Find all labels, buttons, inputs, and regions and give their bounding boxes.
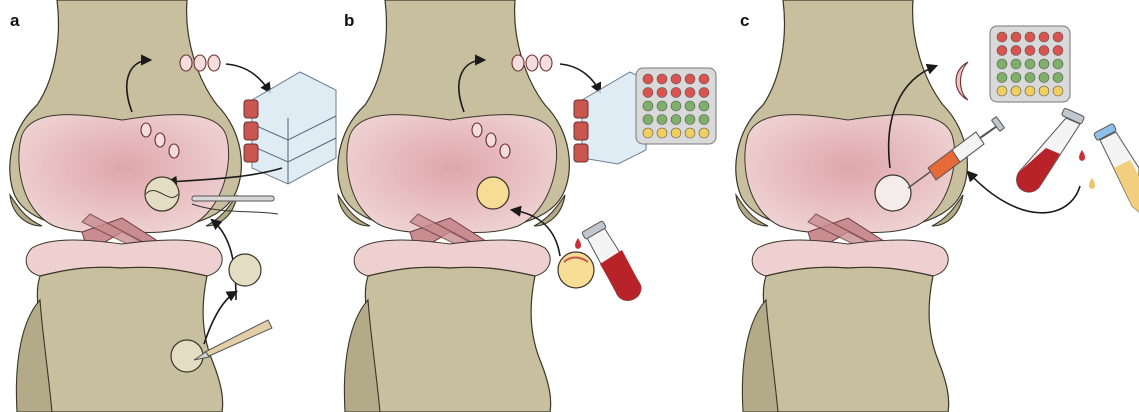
- blood-tube-icon: [1017, 108, 1085, 192]
- panel-a: a: [10, 0, 336, 412]
- well: [657, 74, 667, 84]
- well: [685, 88, 695, 98]
- well: [643, 74, 653, 84]
- well: [1053, 59, 1063, 69]
- scaffold-implant-b: [477, 177, 509, 209]
- well: [1011, 86, 1021, 96]
- well: [685, 128, 695, 138]
- well: [671, 88, 681, 98]
- well: [1011, 59, 1021, 69]
- arrow-harvest-a: [204, 292, 236, 344]
- osteochondral-plug-a: [229, 254, 261, 286]
- well: [1025, 46, 1035, 56]
- well: [1011, 73, 1021, 83]
- culture-flask-icon: [244, 72, 336, 184]
- well: [1025, 59, 1035, 69]
- well: [1039, 46, 1049, 56]
- well: [1025, 32, 1035, 42]
- well: [1053, 86, 1063, 96]
- well: [1053, 73, 1063, 83]
- expanded-cells-a: [180, 55, 220, 71]
- well: [997, 86, 1007, 96]
- well: [1025, 86, 1035, 96]
- well: [699, 101, 709, 111]
- well: [657, 88, 667, 98]
- well: [1039, 32, 1049, 42]
- prp-scaffold-b: [558, 252, 594, 288]
- well: [671, 74, 681, 84]
- well: [1039, 59, 1049, 69]
- well: [657, 128, 667, 138]
- well: [671, 101, 681, 111]
- arrow-to-flask-b: [560, 64, 600, 92]
- well: [643, 115, 653, 125]
- droplet-icon: [575, 238, 581, 249]
- crescent-icon: [956, 62, 968, 100]
- knee-joint-c: [736, 0, 968, 412]
- well: [1053, 46, 1063, 56]
- well: [1011, 32, 1021, 42]
- well: [997, 73, 1007, 83]
- culture-flask-icon: [574, 72, 646, 164]
- droplet-icon: [1089, 178, 1095, 189]
- well: [997, 46, 1007, 56]
- well: [699, 74, 709, 84]
- well: [699, 115, 709, 125]
- panel-b: b: [338, 0, 716, 412]
- well: [685, 74, 695, 84]
- implanted-graft-a: [145, 177, 179, 211]
- serum-tube-icon: [1093, 123, 1139, 212]
- donor-site-a: [171, 340, 203, 372]
- panel-letter-c: c: [740, 11, 749, 30]
- panel-c: c: [736, 0, 1139, 412]
- multiwell-plate-icon: [990, 26, 1070, 102]
- panel-letter-a: a: [10, 11, 20, 30]
- well: [643, 101, 653, 111]
- well: [1039, 73, 1049, 83]
- arrow-to-flask-a: [226, 64, 270, 92]
- well: [671, 128, 681, 138]
- well: [1011, 46, 1021, 56]
- well: [685, 115, 695, 125]
- multiwell-plate-icon: [636, 68, 716, 144]
- well: [643, 88, 653, 98]
- well: [685, 101, 695, 111]
- well: [1053, 32, 1063, 42]
- droplet-icon: [1079, 150, 1085, 161]
- well: [1025, 73, 1035, 83]
- well: [643, 128, 653, 138]
- knee-joint-a: [10, 0, 242, 412]
- well: [1039, 86, 1049, 96]
- well: [699, 128, 709, 138]
- well: [671, 115, 681, 125]
- injection-site-c: [875, 175, 911, 211]
- well: [997, 32, 1007, 42]
- well: [699, 88, 709, 98]
- well: [997, 59, 1007, 69]
- panel-letter-b: b: [344, 11, 354, 30]
- expanded-cells-b: [512, 55, 552, 71]
- well: [657, 101, 667, 111]
- well: [657, 115, 667, 125]
